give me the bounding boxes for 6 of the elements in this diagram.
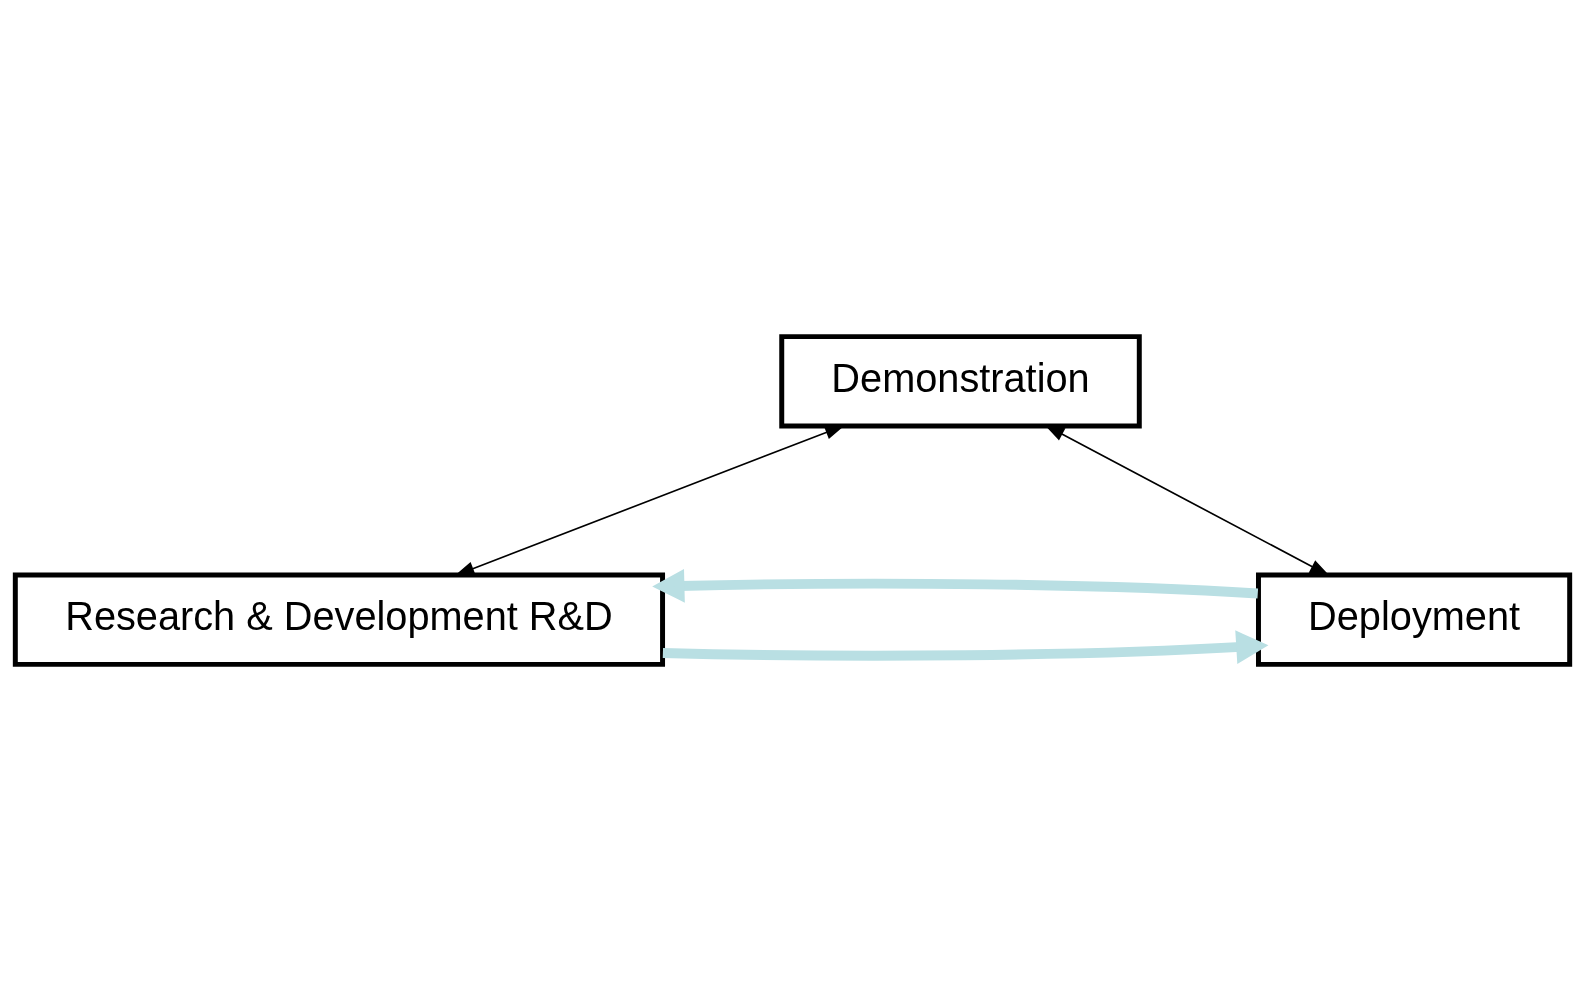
node-box: Deployment (1256, 572, 1573, 667)
node-box: Demonstration (779, 334, 1142, 429)
arrow (652, 568, 1259, 603)
arrow (662, 630, 1269, 665)
arrow (1044, 425, 1330, 576)
node-box: Research & Development R&D (12, 572, 666, 667)
